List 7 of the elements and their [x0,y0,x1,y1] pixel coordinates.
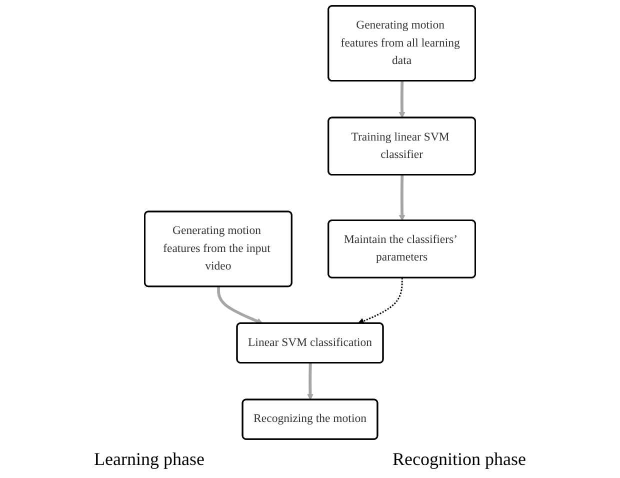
arrow [398,175,406,221]
phase-caption: Recognition phase [392,449,526,470]
arrow [358,278,403,324]
arrow [307,363,314,400]
arrow [217,286,263,324]
arrow [398,81,406,118]
phase-caption: Learning phase [94,449,204,470]
